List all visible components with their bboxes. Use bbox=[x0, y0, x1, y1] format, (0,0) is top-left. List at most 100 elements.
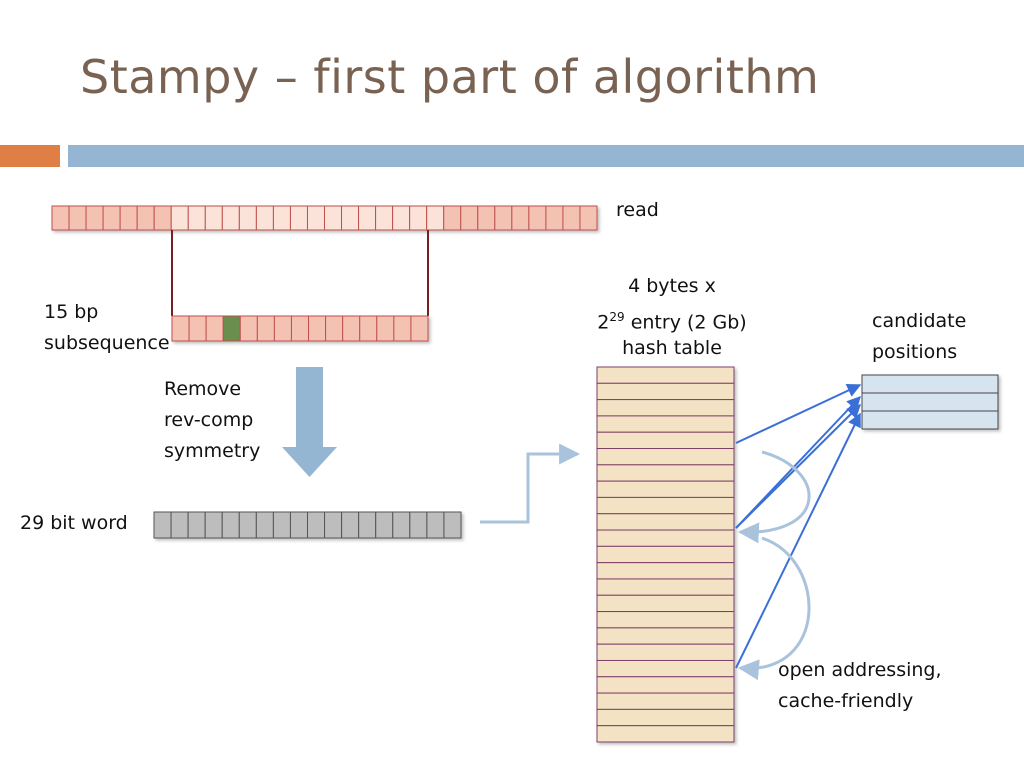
remove-label-line3: symmetry bbox=[164, 440, 261, 462]
hash-row bbox=[596, 692, 735, 710]
word-cell bbox=[170, 511, 189, 539]
read-cell bbox=[221, 205, 240, 231]
hash-row bbox=[596, 627, 735, 645]
read-cell bbox=[528, 205, 547, 231]
hash-row bbox=[596, 464, 735, 482]
read-cell bbox=[102, 205, 121, 231]
word-cell bbox=[307, 511, 326, 539]
read-cell bbox=[136, 205, 155, 231]
read-cell bbox=[341, 205, 360, 231]
subsequence-cell bbox=[205, 315, 224, 342]
hash-row bbox=[596, 545, 735, 564]
read-cell bbox=[187, 205, 206, 231]
hash-label-line1: 4 bytes x bbox=[628, 275, 716, 297]
read-cell bbox=[477, 205, 496, 231]
hash-row bbox=[596, 659, 735, 678]
hash-rest: entry (2 Gb) bbox=[624, 311, 747, 334]
read-cell bbox=[272, 205, 291, 231]
read-cell bbox=[289, 205, 308, 231]
hash-row bbox=[596, 399, 735, 417]
subsequence-cell bbox=[376, 315, 395, 342]
subsequence-cells bbox=[171, 315, 429, 342]
hash-row bbox=[596, 611, 735, 629]
read-cell bbox=[562, 205, 581, 231]
remove-label-line1: Remove bbox=[164, 378, 242, 400]
accent-bar-blue bbox=[68, 145, 1024, 167]
hash-row bbox=[596, 578, 735, 596]
hash-row bbox=[596, 415, 735, 433]
hash-row bbox=[596, 448, 735, 466]
read-cell bbox=[375, 205, 394, 231]
word-cell bbox=[341, 511, 360, 539]
word-cell bbox=[255, 511, 274, 539]
subsequence-cell bbox=[308, 315, 327, 342]
read-cell bbox=[392, 205, 411, 231]
subsequence-cell bbox=[359, 315, 378, 342]
subsequence-label-line2: subsequence bbox=[44, 332, 170, 354]
subsequence-cell bbox=[290, 315, 310, 342]
read-cell bbox=[238, 205, 257, 231]
hash-row bbox=[596, 562, 735, 580]
hash-label-line2: 229 entry (2 Gb) bbox=[572, 302, 772, 338]
read-cell bbox=[204, 205, 223, 231]
word-cell bbox=[187, 511, 206, 539]
read-cell bbox=[579, 205, 598, 231]
word-cell bbox=[392, 511, 411, 539]
read-cell bbox=[426, 205, 445, 231]
subsequence-label-line1: 15 bp bbox=[44, 301, 99, 323]
read-cell bbox=[68, 205, 87, 231]
read-cell bbox=[545, 205, 564, 231]
read-cell bbox=[119, 205, 138, 231]
subsequence-cell bbox=[273, 315, 292, 342]
word-cell bbox=[324, 511, 343, 539]
read-cell bbox=[324, 205, 343, 231]
word-label: 29 bit word bbox=[20, 512, 128, 534]
hash-row bbox=[596, 643, 735, 661]
word-cell bbox=[409, 511, 428, 539]
hash-row bbox=[596, 708, 735, 727]
hash-row bbox=[596, 480, 735, 498]
hash-row bbox=[596, 529, 735, 547]
open-addressing-line2: cache-friendly bbox=[778, 690, 914, 712]
subsequence-cell bbox=[171, 315, 190, 342]
word-cell bbox=[272, 511, 291, 539]
word-cell bbox=[375, 511, 394, 539]
read-cell bbox=[85, 205, 104, 231]
subsequence-cell bbox=[393, 315, 412, 342]
slide-title: Stampy – first part of algorithm bbox=[80, 50, 820, 104]
subsequence-cell bbox=[410, 315, 429, 342]
read-cell bbox=[153, 205, 172, 231]
hash-base: 2 bbox=[597, 311, 610, 334]
remove-label-line2: rev-comp bbox=[164, 409, 254, 431]
hash-row bbox=[596, 725, 735, 743]
hash-row bbox=[596, 496, 735, 515]
candidate-row bbox=[861, 392, 999, 412]
read-cell bbox=[255, 205, 274, 231]
accent-bar-orange bbox=[0, 145, 60, 167]
candidate-row bbox=[861, 410, 999, 430]
hash-exponent: 29 bbox=[609, 310, 625, 324]
hash-row bbox=[596, 382, 735, 401]
subsequence-cell bbox=[342, 315, 361, 342]
hash-row bbox=[596, 676, 735, 694]
word-cell bbox=[358, 511, 377, 539]
open-addressing-arrows bbox=[737, 450, 811, 681]
word-cell bbox=[221, 511, 240, 539]
subsequence-cell bbox=[325, 315, 344, 342]
read-cell bbox=[460, 205, 479, 231]
subsequence-cell bbox=[188, 315, 207, 342]
read-cell bbox=[443, 205, 462, 231]
candidate-label-line2: positions bbox=[872, 341, 958, 363]
word-cell bbox=[426, 511, 445, 539]
read-cell bbox=[409, 205, 428, 231]
read-cell bbox=[170, 205, 189, 231]
word-cell bbox=[153, 511, 172, 539]
hash-row bbox=[596, 594, 735, 613]
subsequence-bracket bbox=[171, 230, 429, 316]
read-cell bbox=[358, 205, 377, 231]
read-cell bbox=[306, 205, 325, 231]
word-cell bbox=[238, 511, 257, 539]
word-cell bbox=[289, 511, 309, 539]
down-arrow bbox=[282, 367, 337, 477]
